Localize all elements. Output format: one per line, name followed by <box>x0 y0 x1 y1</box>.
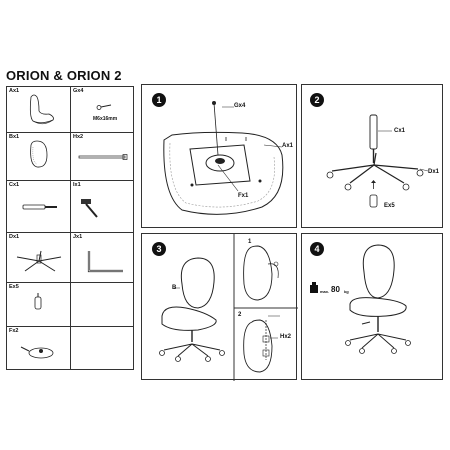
part-label-hx: Hx2 <box>73 134 84 140</box>
step-2-panel: 2 Cx1 Dx1 Ex5 <box>301 84 443 228</box>
part-cell-fx: Fx2 <box>7 327 71 369</box>
step-3-label-b: B <box>172 285 177 291</box>
page-title: ORION & ORION 2 <box>6 68 122 83</box>
step-4-max-label: max. <box>320 289 330 294</box>
hammer-icon <box>81 199 98 218</box>
part-label-ix: Ix1 <box>73 182 81 188</box>
mechanism-icon <box>20 346 54 359</box>
allen-key-icon <box>87 251 123 273</box>
step-1-label-fx: Fx1 <box>238 193 249 199</box>
step-1-number: 1 <box>152 93 166 107</box>
screw-icon <box>96 104 112 110</box>
step-1-label-gx: Gx4 <box>234 103 246 109</box>
part-label-bx: Bx1 <box>9 134 20 140</box>
step-3-number: 3 <box>152 242 166 256</box>
caster-icon <box>34 293 42 310</box>
step-3-sub-1: 1 <box>248 239 252 245</box>
parts-table: Ax1 Gx4 M6x16mm Bx1 Hx2 Cx1 <box>6 86 134 370</box>
step-1-label-ax: Ax1 <box>282 143 294 149</box>
step-1-illustration <box>163 101 284 215</box>
part-label-ax: Ax1 <box>9 88 20 94</box>
step-2-number: 2 <box>310 93 324 107</box>
step-4-number: 4 <box>310 242 324 256</box>
step-1-panel: 1 Gx4 Ax1 Fx1 <box>141 84 297 228</box>
part-cell-hx: Hx2 <box>71 133 133 181</box>
star-base-icon <box>16 250 62 272</box>
part-cell-jx: Jx1 <box>71 233 133 283</box>
part-cell-cx: Cx1 <box>7 181 71 233</box>
part-label-fx: Fx2 <box>9 328 19 334</box>
part-label-dx: Dx1 <box>9 234 20 240</box>
part-label-cx: Cx1 <box>9 182 20 188</box>
step-4-panel: 4 max. 80 kg <box>301 233 443 380</box>
screw-spec: M6x16mm <box>93 116 118 122</box>
backrest-part-icon <box>30 140 48 168</box>
part-cell-dx: Dx1 <box>7 233 71 283</box>
step-3-chair-illustration <box>159 234 298 381</box>
step-3-label-hx: Hx2 <box>280 334 292 340</box>
step-2-label-ex: Ex5 <box>384 203 395 209</box>
step-3-panel: 3 B 1 2 Hx2 <box>141 233 298 381</box>
part-cell-ex: Ex5 <box>7 283 71 327</box>
step-4-weight: 80 <box>331 285 340 294</box>
part-cell-empty-1 <box>71 283 133 327</box>
part-cell-bx: Bx1 <box>7 133 71 181</box>
step-4-unit: kg <box>344 289 349 294</box>
gas-lift-icon <box>22 204 57 210</box>
part-label-jx: Jx1 <box>73 234 83 240</box>
seat-part-icon <box>29 94 54 125</box>
part-cell-gx: Gx4 M6x16mm <box>71 87 133 133</box>
step-2-illustration <box>326 114 429 208</box>
part-cell-empty-2 <box>71 327 133 369</box>
part-cell-ax: Ax1 <box>7 87 71 133</box>
step-2-label-cx: Cx1 <box>394 128 406 134</box>
step-3-sub-2: 2 <box>238 312 242 318</box>
bolt-icon <box>78 154 128 160</box>
part-label-gx: Gx4 <box>73 88 84 94</box>
step-4-chair-illustration <box>310 244 411 354</box>
part-cell-ix: Ix1 <box>71 181 133 233</box>
part-label-ex: Ex5 <box>9 284 19 290</box>
step-2-label-dx: Dx1 <box>428 169 440 175</box>
